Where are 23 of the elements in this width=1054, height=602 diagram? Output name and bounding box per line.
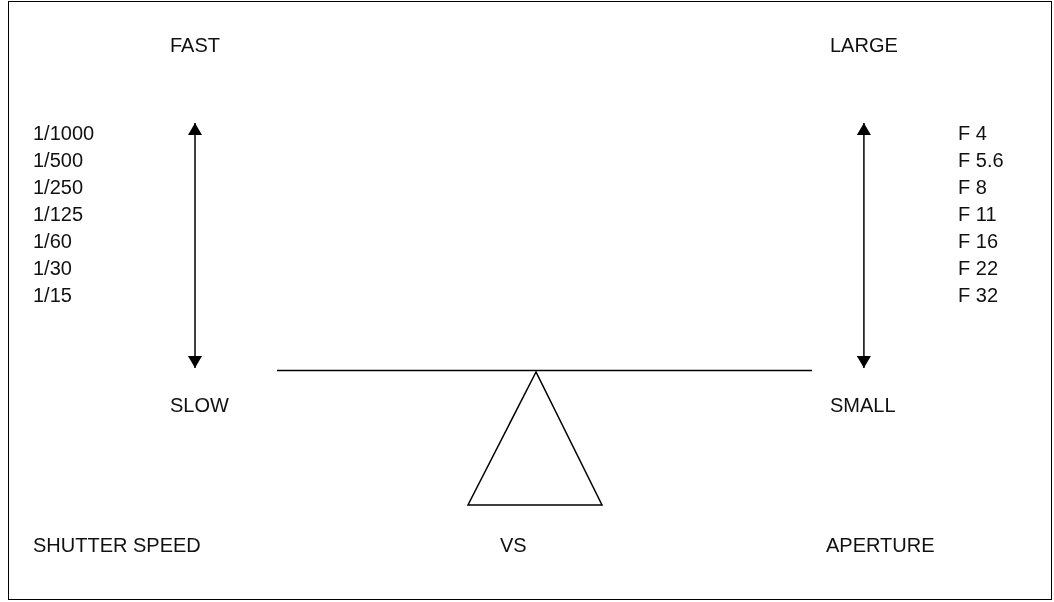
shutter-speed-value: 1/60	[33, 229, 72, 253]
vs-label: VS	[500, 533, 527, 557]
shutter-speed-value: 1/125	[33, 202, 84, 226]
f-stop-value: F 5.6	[958, 148, 1004, 172]
f-stop-value: F 22	[958, 256, 999, 280]
scale-end-label: FAST	[170, 33, 220, 57]
shutter-speed-value: 1/15	[33, 283, 72, 307]
axis-title: SHUTTER SPEED	[33, 533, 201, 557]
scale-end-label: LARGE	[830, 33, 898, 57]
f-stop-value: F 8	[958, 175, 987, 199]
shutter-speed-value: 1/1000	[33, 121, 95, 145]
double-arrow	[188, 122, 202, 369]
shutter-speed-value: 1/30	[33, 256, 72, 280]
axis-title: APERTURE	[826, 533, 935, 557]
f-stop-value: F 4	[958, 121, 987, 145]
scale-end-label: SMALL	[830, 393, 896, 417]
shutter-speed-value: 1/500	[33, 148, 84, 172]
shutter-speed-value: 1/250	[33, 175, 84, 199]
scale-end-label: SLOW	[170, 393, 229, 417]
double-arrow	[856, 122, 871, 369]
f-stop-value: F 11	[958, 202, 997, 226]
f-stop-value: F 32	[958, 283, 999, 307]
f-stop-value: F 16	[958, 229, 999, 253]
